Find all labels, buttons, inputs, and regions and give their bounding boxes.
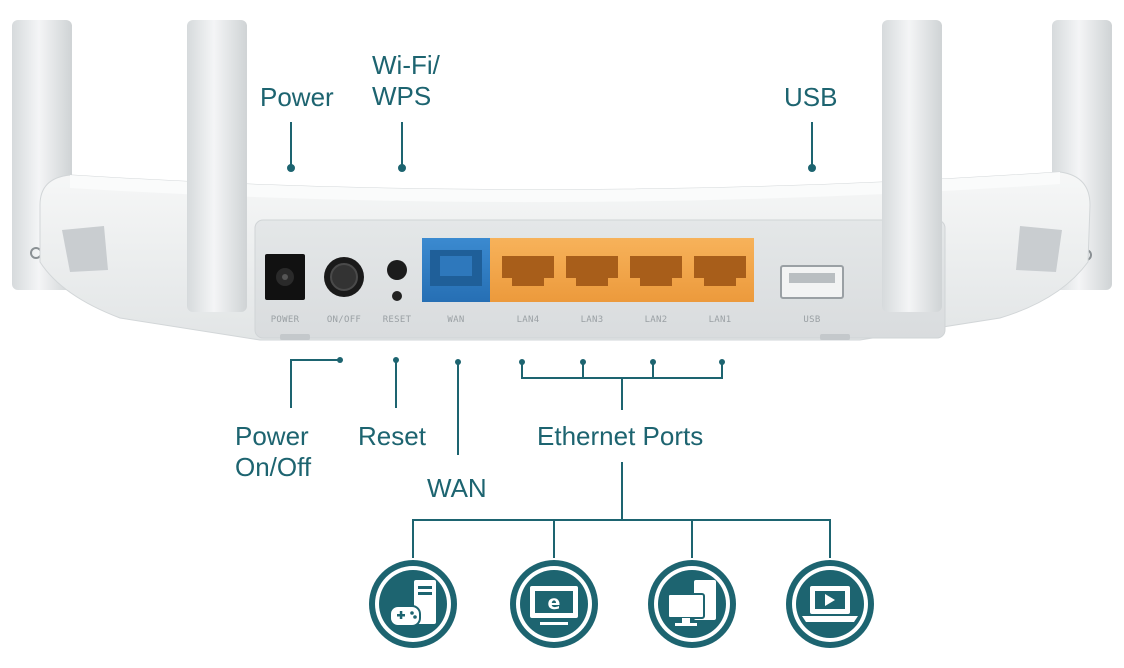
reset-pinhole <box>392 291 402 301</box>
wifi-wps-button <box>387 260 407 280</box>
usb-port <box>780 265 844 299</box>
antenna-right-inner <box>882 20 942 312</box>
lan1-port <box>694 256 746 286</box>
port-label-lan1: LAN1 <box>709 315 732 325</box>
port-label-onoff: ON/OFF <box>327 315 361 325</box>
callout-reset: Reset <box>358 421 426 451</box>
smart-tv-icon: e <box>510 560 598 648</box>
lan2-port <box>630 256 682 286</box>
port-label-lan4: LAN4 <box>517 315 540 325</box>
callout-usb: USB <box>784 82 838 112</box>
lan3-port <box>566 256 618 286</box>
game-console-pc-icon <box>369 560 457 648</box>
port-label-wan: WAN <box>447 315 464 325</box>
power-jack-port <box>265 254 305 300</box>
callout-power: Power <box>260 82 334 112</box>
lan-ports-block <box>490 238 754 302</box>
bottom-leader-dots <box>337 357 725 365</box>
lan4-port <box>502 256 554 286</box>
svg-text:e: e <box>548 592 561 614</box>
port-label-power: POWER <box>271 315 300 325</box>
power-onoff-button <box>324 257 364 297</box>
callout-wifi-wps: Wi-Fi/ WPS <box>372 50 440 111</box>
port-label-lan2: LAN2 <box>645 315 668 325</box>
callout-ethernet-ports: Ethernet Ports <box>537 421 704 451</box>
callout-wan: WAN <box>427 473 487 503</box>
bottom-leader-lines <box>290 359 831 558</box>
port-label-reset: RESET <box>383 315 412 325</box>
wan-port <box>422 238 490 302</box>
port-label-usb: USB <box>803 315 820 325</box>
laptop-icon <box>786 560 874 648</box>
callout-power-onoff: Power On/Off <box>235 421 312 482</box>
top-leader-lines <box>287 122 816 172</box>
port-label-lan3: LAN3 <box>581 315 604 325</box>
desktop-computer-icon <box>648 560 736 648</box>
antenna-left-inner <box>187 20 247 312</box>
